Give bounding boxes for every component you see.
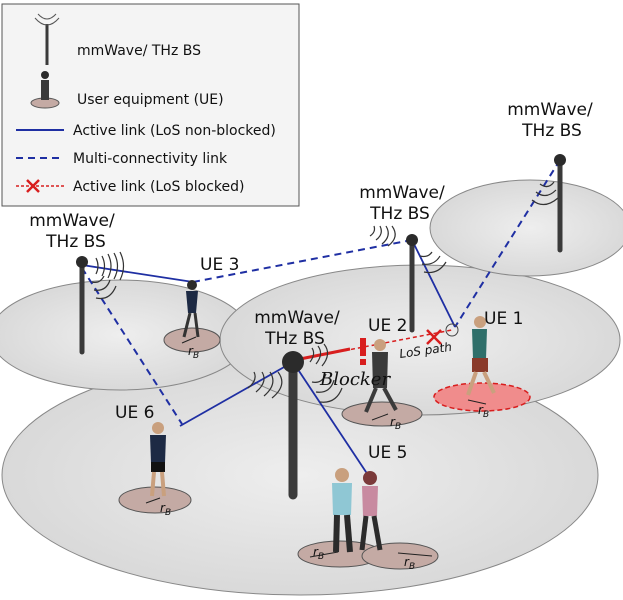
blocked-x-icon [426, 329, 442, 345]
beam-arcs [91, 181, 559, 403]
legend-ue-icon [30, 71, 60, 109]
legend-tower-icon [34, 13, 60, 65]
bs-mid-label-1: mmWave/ [359, 183, 445, 203]
legend-bs-label: mmWave/ THz BS [77, 43, 201, 59]
blocker-alert-icon [360, 338, 366, 365]
blocker-label: Blocker [319, 369, 391, 390]
svg-text:rB: rB [188, 344, 199, 361]
svg-text:rB: rB [390, 415, 401, 432]
bs-mid-label-2: THz BS [369, 204, 430, 224]
svg-text:rB: rB [160, 501, 171, 518]
bs-right-label-2: THz BS [521, 121, 582, 141]
ue1-disc [433, 382, 531, 412]
active-links [81, 239, 456, 479]
legend: mmWave/ THz BS User equipment (UE) Activ… [1, 3, 300, 207]
bs-center-label-2: THz BS [264, 329, 325, 349]
bs-center-tower-icon [282, 351, 304, 500]
legend-active-label: Active link (LoS non-blocked) [73, 123, 276, 139]
ue5-person-a-icon [332, 468, 353, 553]
svg-text:rB: rB [478, 403, 489, 420]
ue6-label: UE 6 [115, 403, 154, 423]
ue1-person-icon [466, 316, 496, 396]
bs-right-label-1: mmWave/ [507, 100, 593, 120]
svg-text:rB: rB [313, 545, 324, 562]
bs-left-label-1: mmWave/ [29, 211, 115, 231]
ue2-label: UE 2 [368, 316, 407, 336]
legend-blocked-label: Active link (LoS blocked) [73, 179, 245, 195]
ue3-disc [163, 327, 221, 353]
bs-center-label-1: mmWave/ [254, 308, 340, 328]
ue6-person-icon [150, 422, 166, 497]
ue5-person-b-icon [359, 471, 383, 551]
ue5-label: UE 5 [368, 443, 407, 463]
ue1-label: UE 1 [484, 309, 523, 329]
legend-ue-label: User equipment (UE) [77, 92, 224, 108]
rb-labels: rB rB rB rB rB rB [160, 344, 489, 572]
legend-blocked-x-icon [26, 179, 40, 193]
ue2-person-icon [364, 339, 398, 413]
rb-arrows [145, 336, 487, 558]
bs-left-label-2: THz BS [45, 232, 106, 252]
svg-text:rB: rB [404, 555, 415, 572]
ue2-disc [341, 401, 423, 427]
ue3-person-icon [182, 280, 200, 338]
cell-right [429, 179, 623, 277]
bs-right-tower-icon [554, 154, 566, 253]
ue3-label: UE 3 [200, 255, 239, 275]
legend-multi-label: Multi-connectivity link [73, 151, 228, 167]
multi-links [81, 159, 561, 425]
